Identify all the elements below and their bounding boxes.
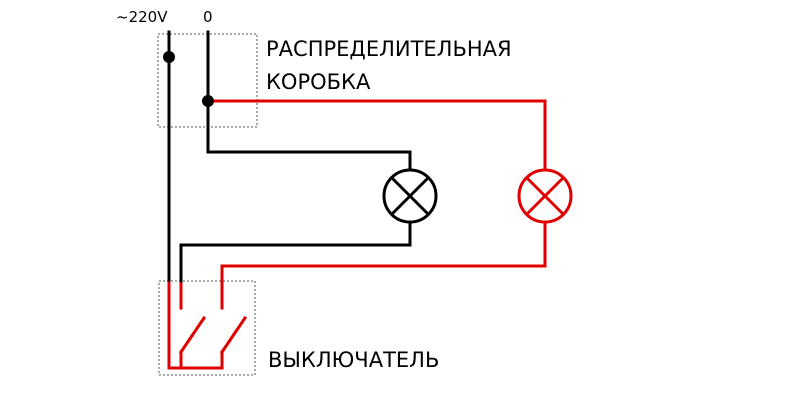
red-neutral-branch <box>206 99 547 172</box>
black-lamp-return-wire <box>179 220 412 285</box>
phase-label: ~220V <box>116 8 168 26</box>
phase-junction-dot <box>163 51 175 63</box>
junction-box-label-line1: РАСПРЕДЕЛИТЕЛЬНАЯ <box>266 37 512 61</box>
neutral-junction-dot <box>202 95 214 107</box>
switch-box <box>158 280 256 376</box>
neutral-wire <box>206 30 412 172</box>
red-lamp-return-wire <box>220 220 547 285</box>
black-lamp-icon <box>382 168 438 224</box>
neutral-label: 0 <box>203 8 213 26</box>
red-lamp-icon <box>517 168 573 224</box>
switch-label: ВЫКЛЮЧАТЕЛЬ <box>268 348 439 372</box>
junction-box-label-line2: КОРОБКА <box>266 70 371 94</box>
double-switch-icon <box>167 281 248 370</box>
